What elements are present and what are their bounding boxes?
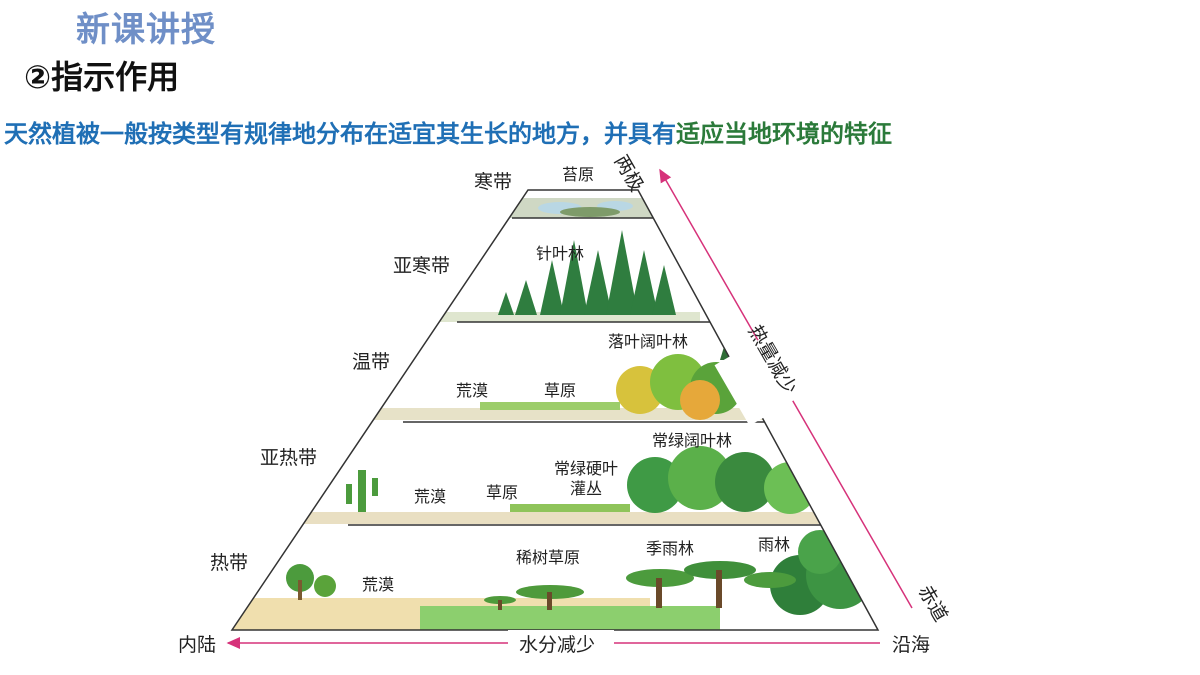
- veg-label-evergreen-forest: 常绿阔叶林: [652, 431, 732, 450]
- section-title: ②指示作用: [24, 58, 180, 96]
- veg-label-sclerophyll-line2: 灌丛: [570, 479, 602, 498]
- taiga-ground: [300, 312, 700, 322]
- zone-label-temperate: 温带: [352, 351, 390, 373]
- zone-label-frigid: 寒带: [474, 171, 512, 193]
- veg-label-subtropical-desert: 荒漠: [414, 487, 446, 506]
- veg-label-tropical-desert: 荒漠: [362, 575, 394, 594]
- lesson-heading: 新课讲授: [76, 10, 216, 50]
- subtropical-shrubs: [510, 504, 630, 512]
- zone-label-tropical: 热带: [210, 552, 248, 574]
- lesson-sentence: 天然植被一般按类型有规律地分布在适宜其生长的地方，并具有适应当地环境的特征: [4, 114, 892, 149]
- veg-label-monsoon-forest: 季雨林: [646, 539, 694, 558]
- bottom-axis-middle-label: 水分减少: [519, 634, 595, 656]
- bottom-axis-left-label: 内陆: [178, 634, 216, 656]
- right-axis-bottom-label: 赤道: [914, 582, 952, 626]
- right-axis-top-label: 两极: [610, 152, 648, 196]
- zone-label-subtropical: 亚热带: [260, 447, 317, 469]
- heat-axis-label-mask: [714, 320, 828, 426]
- veg-label-tundra: 苔原: [562, 165, 594, 184]
- subtropical-ground: [250, 512, 878, 524]
- veg-label-rainforest: 雨林: [758, 535, 790, 554]
- bottom-axis-right-label: 沿海: [892, 634, 930, 656]
- water-axis-label-mask: [508, 630, 614, 656]
- veg-label-taiga: 针叶林: [536, 244, 584, 263]
- veg-label-sclerophyll-line1: 常绿硬叶: [554, 459, 618, 478]
- veg-label-savanna: 稀树草原: [516, 548, 580, 567]
- sentence-part-blue: 天然植被一般按类型有规律地分布在适宜其生长的地方，并具有: [4, 120, 676, 148]
- tundra-moss: [560, 207, 620, 217]
- veg-label-subtropical-grassland: 草原: [486, 483, 518, 502]
- zone-label-subfrigid: 亚寒带: [393, 255, 450, 277]
- conifer-trees: [498, 230, 676, 315]
- tier-lines: [230, 189, 880, 631]
- oasis-palms: [286, 564, 336, 600]
- veg-label-deciduous-forest: 落叶阔叶林: [608, 332, 688, 351]
- sentence-part-green: 适应当地环境的特征: [676, 120, 892, 148]
- cactus: [346, 470, 378, 512]
- veg-label-temperate-desert: 荒漠: [456, 381, 488, 400]
- veg-label-temperate-grassland: 草原: [544, 381, 576, 400]
- tropical-grass-ground: [420, 606, 720, 630]
- vegetation-pyramid-diagram: 寒带 亚寒带 温带 亚热带 热带 苔原 针叶林 落叶阔叶林 荒漠 草原 常绿阔叶…: [178, 152, 952, 656]
- monsoon-forest-trees: [626, 561, 796, 608]
- savanna-trees: [484, 585, 584, 610]
- temperate-grassland: [480, 402, 620, 410]
